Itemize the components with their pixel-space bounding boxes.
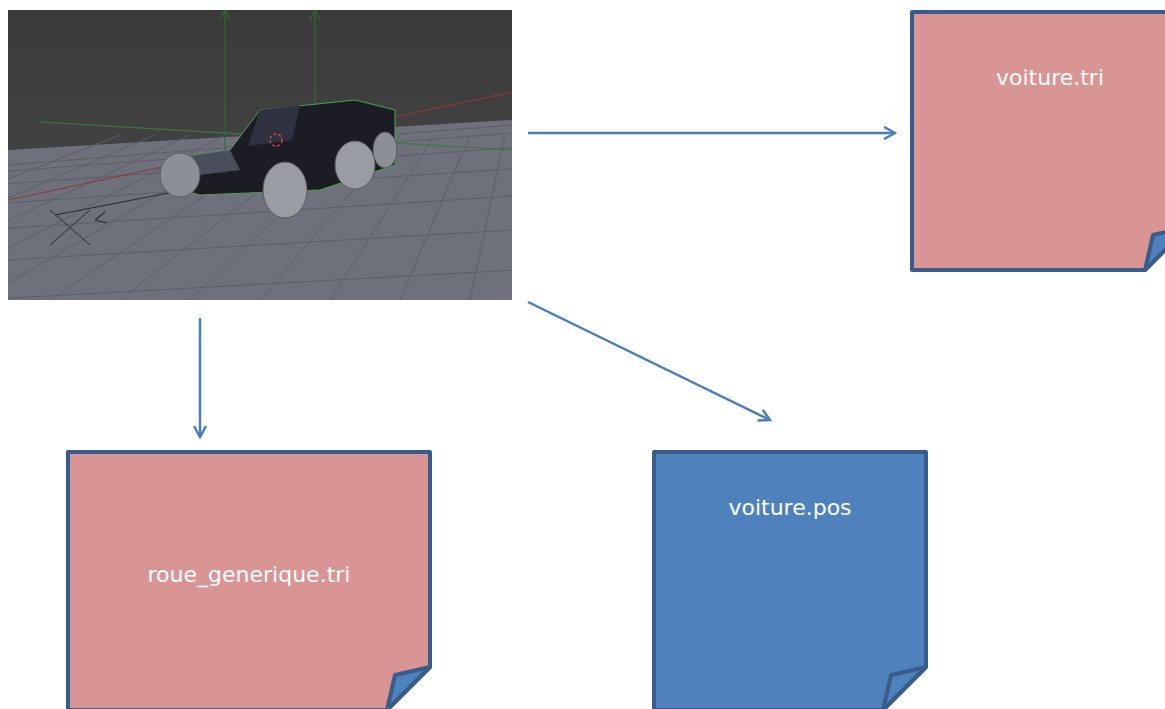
file-name: voiture.pos <box>652 495 928 520</box>
page-outline <box>910 10 1165 272</box>
file-name: roue_generique.tri <box>66 562 432 587</box>
arrow <box>528 132 895 135</box>
document-shape: roue_generique.tri <box>66 450 432 709</box>
file-name: voiture.tri <box>910 65 1165 90</box>
arrow <box>199 318 202 437</box>
arrow <box>528 302 770 420</box>
document-shape: voiture.pos <box>652 450 928 709</box>
document-shape: voiture.tri <box>910 10 1165 272</box>
viewport <box>8 10 512 300</box>
page-outline <box>652 450 928 709</box>
